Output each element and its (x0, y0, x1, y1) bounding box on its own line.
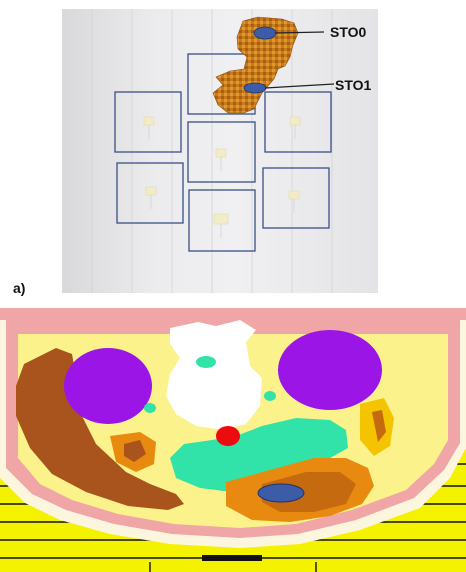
sternum-area (166, 320, 262, 430)
vessel-red (216, 426, 240, 446)
voxel-phantom-slice (0, 308, 466, 572)
sto-marker (258, 484, 304, 502)
lung-left (64, 348, 152, 424)
phantom-photo-panel (62, 9, 378, 293)
sto0-marker (254, 27, 276, 39)
sto1-leader (265, 84, 334, 88)
panel-a-letter: a) (13, 281, 25, 295)
voxel-slice-drawing (0, 308, 466, 572)
phantom-photo-drawing (62, 9, 378, 293)
lung-right (278, 330, 382, 410)
sto0-label: STO0 (330, 25, 366, 39)
sto1-label: STO1 (335, 78, 371, 92)
sto1-marker (244, 83, 266, 93)
